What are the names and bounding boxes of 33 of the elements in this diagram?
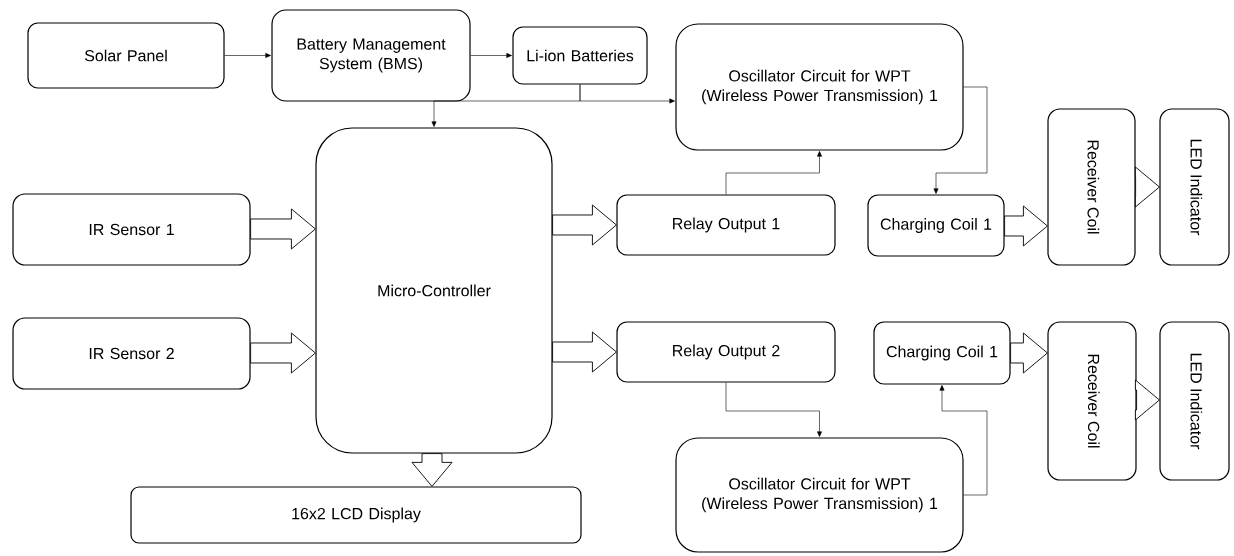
process-box: Li-ion Batteries (512, 26, 648, 85)
process-box: LED Indicator (1159, 108, 1230, 266)
process-box: Receiver Coil (1047, 321, 1137, 481)
process-box: IR Sensor 1 (12, 193, 251, 266)
process-box: Receiver Coil (1047, 108, 1136, 266)
process-box: Solar Panel (27, 22, 225, 89)
arrow (224, 53, 271, 58)
block-arrow (411, 453, 453, 487)
block-arrow (1134, 166, 1160, 208)
block-arrow (250, 332, 316, 374)
block-arrow (552, 204, 617, 246)
process-box: 16x2 LCD Display (130, 486, 582, 544)
block-arrow (552, 331, 617, 373)
block-arrow (250, 208, 316, 250)
arrow (579, 84, 675, 104)
process-box: Micro-Controller (315, 127, 553, 454)
arrow (725, 382, 822, 437)
arrow (470, 53, 512, 58)
process-box: Charging Coil 1 (873, 321, 1011, 385)
process-box: LED Indicator (1159, 321, 1230, 481)
process-box: Oscillator Circuit for WPT (Wireless Power Transmission) 1 (675, 437, 964, 553)
process-box: Battery Management System (BMS) (271, 9, 471, 102)
process-box: Relay Output 1 (616, 194, 836, 256)
block-arrow (1004, 205, 1048, 247)
process-box: Oscillator Circuit for WPT (Wireless Power Transmission) 1 (675, 23, 964, 151)
block-arrow (1134, 379, 1160, 421)
process-box: Charging Coil 1 (867, 194, 1005, 257)
arrow (725, 151, 822, 195)
arrow (939, 385, 988, 496)
block-arrow (1010, 332, 1048, 374)
process-box: Relay Output 2 (616, 321, 836, 383)
process-box: IR Sensor 2 (12, 317, 251, 390)
arrow (933, 86, 988, 194)
